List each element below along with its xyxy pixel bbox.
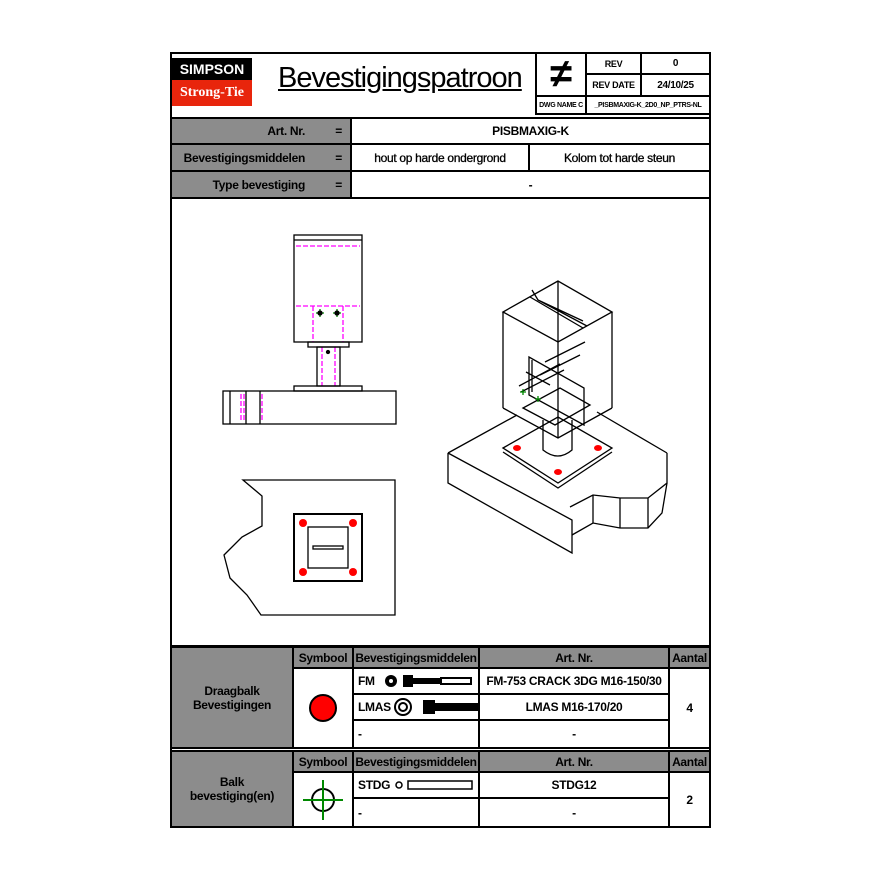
section1-title-text: Draagbalk Bevestigingen [192, 683, 272, 712]
middelen-label: Bevestigingsmiddelen = [170, 143, 352, 172]
fastener-code: STDG [358, 778, 391, 792]
technical-drawing [222, 234, 668, 616]
col-aantal: Aantal [668, 646, 711, 669]
col-middelen: Bevestigingsmiddelen [352, 646, 480, 669]
middelen-label-text: Bevestigingsmiddelen [183, 150, 306, 165]
rev-date-value: 24/10/25 [640, 73, 711, 97]
symbol-cell [292, 771, 354, 828]
col-middelen: Bevestigingsmiddelen [352, 750, 480, 773]
fastener-row-empty: - [352, 797, 480, 828]
middelen-value-2: Kolom tot harde steun [528, 143, 711, 172]
screw-stdg-icon [395, 780, 473, 790]
fastener-code: LMAS [358, 700, 391, 714]
isometric-view [447, 280, 668, 555]
art-nr-cell: FM-753 CRACK 3DG M16-150/30 [478, 667, 670, 695]
art-nr-label-text: Art. Nr. [267, 124, 305, 138]
dwg-name-label: DWG NAME C [535, 95, 587, 115]
plan-view [223, 479, 396, 616]
equals-sign: = [335, 150, 342, 165]
page-title: Bevestigingspatroon [278, 62, 523, 94]
art-nr-cell: - [478, 797, 670, 828]
logo-simpson: SIMPSON [172, 58, 252, 80]
aantal-value: 2 [668, 771, 711, 828]
symbol-cell: ≠ [535, 52, 587, 97]
middelen-value-1: hout op harde ondergrond [350, 143, 530, 172]
fastener-code: FM [358, 674, 375, 688]
screw-marker-icon [520, 389, 541, 402]
section1-title: Draagbalk Bevestigingen [170, 646, 294, 749]
anchor-marks [513, 445, 602, 475]
col-art-nr: Art. Nr. [478, 750, 670, 773]
symbol-cell [292, 667, 354, 749]
col-symbool: Symbool [292, 750, 354, 773]
side-view [222, 234, 397, 425]
art-nr-cell: STDG12 [478, 771, 670, 799]
logo: SIMPSON Strong-Tie [172, 58, 252, 106]
type-value: - [350, 170, 711, 199]
col-symbool: Symbool [292, 646, 354, 669]
aantal-value: 4 [668, 667, 711, 749]
col-aantal: Aantal [668, 750, 711, 773]
type-label: Type bevestiging = [170, 170, 352, 199]
dwg-name-value: _PISBMAXIG-K_2D0_NP_PTRS-NL [585, 95, 711, 115]
fastener-row-stdg: STDG [352, 771, 480, 799]
red-dot-symbol-icon [309, 694, 337, 722]
logo-strongtie: Strong-Tie [172, 80, 252, 106]
section2-title: Balk bevestiging(en) [170, 750, 294, 828]
equals-sign: = [335, 177, 342, 192]
type-label-text: Type bevestiging [212, 177, 306, 192]
anchor-fm-icon [384, 675, 472, 687]
equals-sign: = [335, 124, 342, 138]
crosshair-symbol-icon [303, 779, 343, 820]
rev-date-label: REV DATE [585, 73, 642, 97]
art-nr-value: PISBMAXIG-K [350, 117, 711, 145]
anchor-marks [299, 519, 357, 576]
rev-label: REV [585, 52, 642, 75]
col-art-nr: Art. Nr. [478, 646, 670, 669]
not-equal-icon: ≠ [550, 52, 572, 96]
art-nr-cell: - [478, 719, 670, 749]
art-nr-label: Art. Nr. = [170, 117, 352, 145]
fastener-row-fm: FM [352, 667, 480, 695]
section2-title-text: Balk bevestiging(en) [189, 775, 275, 803]
anchor-lmas-icon [393, 698, 478, 716]
art-nr-cell: LMAS M16-170/20 [478, 693, 670, 721]
fastener-row-empty: - [352, 719, 480, 749]
fastener-row-lmas: LMAS [352, 693, 480, 721]
rev-value: 0 [640, 52, 711, 75]
